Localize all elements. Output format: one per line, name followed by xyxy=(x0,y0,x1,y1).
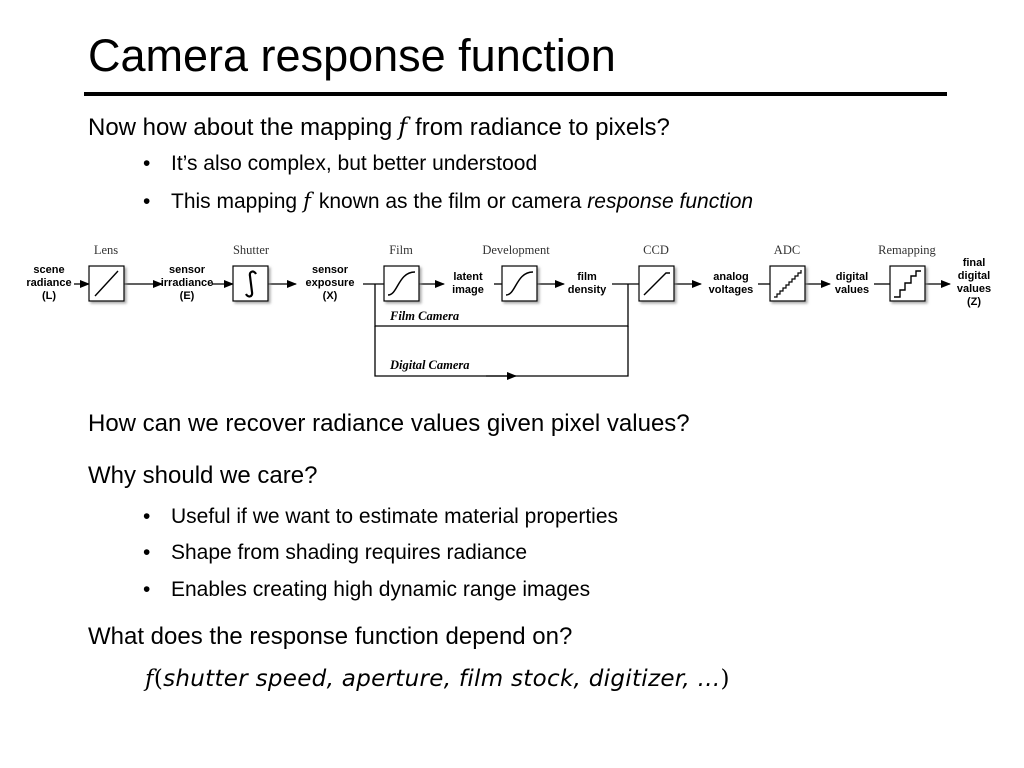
block-adc: ADC xyxy=(769,243,806,302)
question-depend-on: What does the response function depend o… xyxy=(88,623,573,650)
signal-analog-voltages: analog voltages xyxy=(709,271,754,296)
bullet-marker: • xyxy=(143,152,151,175)
bullet-marker: • xyxy=(143,541,151,564)
signal-label: density xyxy=(568,284,607,296)
question-why-care: Why should we care? xyxy=(88,462,318,489)
signal-scene-radiance: scene radiance (L) xyxy=(26,264,71,302)
block-box xyxy=(501,265,538,302)
signal-label: values xyxy=(957,283,991,295)
signal-label: film xyxy=(577,271,597,283)
block-box xyxy=(383,265,420,302)
knee-line-icon xyxy=(643,272,670,296)
block-remapping: Remapping xyxy=(878,243,937,302)
signal-final-digital-values: final digital values (Z) xyxy=(957,257,991,308)
linear-response-icon xyxy=(94,270,119,297)
s-curve-icon xyxy=(387,271,416,296)
signal-label: irradiance xyxy=(161,277,214,289)
mapping-symbol: f xyxy=(303,189,311,213)
signal-latent-image: latent image xyxy=(452,271,484,296)
s-curve-icon xyxy=(505,271,534,296)
signal-sensor-irradiance: sensor irradiance (E) xyxy=(161,264,214,302)
bullet-shape-from-shading: • Shape from shading requires radiance xyxy=(143,539,527,567)
signal-label: radiance xyxy=(26,277,71,289)
signal-label: sensor xyxy=(312,264,349,276)
formula-open-paren: ( xyxy=(153,666,164,692)
signal-label: final xyxy=(963,257,986,269)
block-label: Lens xyxy=(94,243,118,257)
camera-pipeline-diagram: scene radiance (L) sensor irradiance (E)… xyxy=(26,243,991,380)
film-camera-path xyxy=(374,284,629,327)
signal-label: scene xyxy=(33,264,64,276)
signal-label: voltages xyxy=(709,284,754,296)
block-label: Shutter xyxy=(233,243,270,257)
block-label: ADC xyxy=(774,243,800,257)
block-shutter: Shutter xyxy=(232,243,270,302)
block-development: Development xyxy=(482,243,550,302)
signal-sensor-exposure: sensor exposure (X) xyxy=(306,264,355,302)
block-ccd: CCD xyxy=(638,243,675,302)
slide-title: Camera response function xyxy=(88,30,616,81)
block-label: Remapping xyxy=(878,243,936,257)
signal-label: values xyxy=(835,284,869,296)
signal-label: sensor xyxy=(169,264,206,276)
block-box xyxy=(769,265,806,302)
block-lens: Lens xyxy=(88,243,125,302)
bullet-hdr-images: • Enables creating high dynamic range ima… xyxy=(143,576,590,604)
bullet-response-middle: known as the film or camera xyxy=(318,190,582,213)
bullet-material-properties: • Useful if we want to estimate material … xyxy=(143,503,618,531)
coarse-staircase-icon xyxy=(894,270,921,298)
bullet-text: Useful if we want to estimate material p… xyxy=(171,505,619,528)
bullet-marker: • xyxy=(143,578,151,601)
signal-label: (X) xyxy=(323,290,338,302)
block-box xyxy=(638,265,675,302)
signal-label: (Z) xyxy=(967,296,981,308)
block-label: CCD xyxy=(643,243,669,257)
block-label: Development xyxy=(482,243,550,257)
signal-label: analog xyxy=(713,271,748,283)
signal-label: digital xyxy=(836,271,868,283)
bullet-complex: • It’s also complex, but better understoo… xyxy=(143,150,537,178)
response-function-term: response function xyxy=(587,190,754,213)
signal-label: image xyxy=(452,284,484,296)
bullet-marker: • xyxy=(143,505,151,528)
signal-label: (L) xyxy=(42,290,56,302)
signal-label: exposure xyxy=(306,277,355,289)
question-recover-radiance: How can we recover radiance values given… xyxy=(88,410,690,437)
question-mapping-end: from radiance to pixels? xyxy=(415,114,670,141)
response-function-formula: f(shutter speed, aperture, film stock, d… xyxy=(145,662,730,695)
formula-close-paren: ) xyxy=(720,666,730,692)
connector-arrows xyxy=(74,280,951,380)
bullet-complex-text: It’s also complex, but better understood xyxy=(171,152,538,175)
formula-arguments: shutter speed, aperture, film stock, dig… xyxy=(163,666,721,692)
signal-label: (E) xyxy=(180,290,195,302)
mapping-symbol: f xyxy=(398,113,408,141)
integral-icon xyxy=(245,270,257,298)
film-camera-label: Film Camera xyxy=(389,309,459,323)
signal-digital-values: digital values xyxy=(835,271,869,296)
question-mapping-start: Now how about the mapping xyxy=(88,114,393,141)
bullet-marker: • xyxy=(143,190,151,213)
staircase-icon xyxy=(774,270,802,298)
signal-film-density: film density xyxy=(568,271,607,296)
bullet-text: Shape from shading requires radiance xyxy=(171,541,528,564)
digital-camera-label: Digital Camera xyxy=(389,358,470,372)
signal-label: digital xyxy=(958,270,990,282)
signal-label: latent xyxy=(453,271,483,283)
bullet-text: Enables creating high dynamic range imag… xyxy=(171,578,591,601)
bullet-response-start: This mapping xyxy=(171,190,298,213)
formula-function-symbol: f xyxy=(145,666,154,692)
block-label: Film xyxy=(389,243,413,257)
block-film: Film xyxy=(383,243,420,302)
title-rule xyxy=(84,92,947,96)
